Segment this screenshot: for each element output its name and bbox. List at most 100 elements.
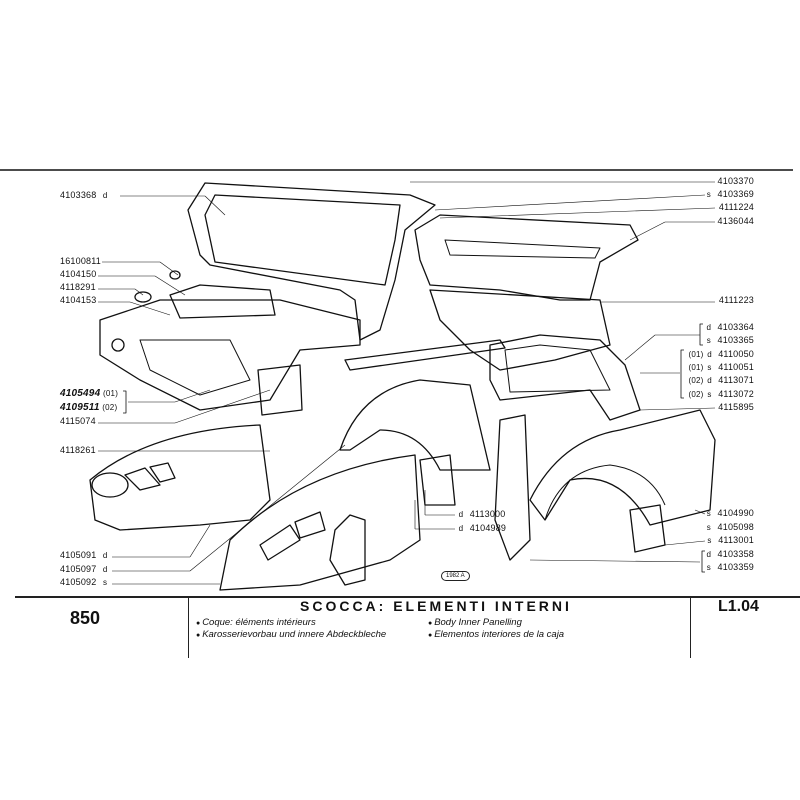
part-label: 4105092 s	[60, 577, 111, 587]
part-label: d 4103358	[684, 549, 754, 559]
part-number: 4113001	[718, 535, 754, 545]
part-number: 4103364	[717, 322, 754, 332]
side-code: s	[706, 563, 711, 572]
part-number: 4103369	[717, 189, 754, 199]
part-label: s 4113001	[684, 535, 754, 545]
part-label: 4111223	[684, 295, 754, 305]
footer-divider	[188, 598, 189, 658]
part-number: 4105098	[717, 522, 754, 532]
part-number: 4111224	[718, 202, 754, 212]
part-number: 4109511	[60, 402, 100, 413]
part-number: 4104153	[60, 295, 97, 305]
part-label: s 4105098	[684, 522, 754, 532]
side-code: d	[458, 524, 464, 533]
part-number: 4103358	[717, 549, 754, 559]
description-en: Body Inner Panelling	[428, 617, 522, 628]
footer-divider	[690, 598, 691, 658]
part-number: 4105494	[60, 388, 101, 399]
variant-code: (01)	[688, 363, 704, 372]
part-label: s 4103365	[684, 335, 754, 345]
part-label: 4118261	[60, 445, 96, 455]
side-code: d	[706, 550, 712, 559]
side-code: s	[706, 509, 711, 518]
part-label: 4118291	[60, 282, 96, 292]
side-code: s	[707, 363, 712, 372]
part-number: 4111223	[718, 295, 754, 305]
part-number: 4103365	[717, 335, 754, 345]
model-number: 850	[70, 608, 101, 628]
part-label: 4109511 (02)	[60, 402, 124, 413]
footer-rule	[15, 596, 800, 598]
part-number: 4104990	[717, 508, 754, 518]
description-fr: Coque: éléments intérieurs	[196, 617, 316, 628]
part-label: 4103368 d	[60, 190, 111, 200]
part-label: 4104153	[60, 295, 96, 305]
part-number: 4104989	[469, 523, 507, 533]
variant-code: (01)	[103, 389, 119, 398]
part-label: (01)s 4110051	[664, 362, 754, 372]
part-number: 4110051	[718, 362, 754, 372]
door-frame-part	[344, 334, 641, 421]
side-code: d	[102, 191, 108, 200]
part-label: s 4103359	[684, 562, 754, 572]
side-code: s	[707, 536, 712, 545]
part-label: (02)d 4113071	[664, 375, 754, 385]
part-number: 16100811	[60, 256, 101, 266]
variant-code: (01)	[688, 350, 704, 359]
part-number: 4113000	[469, 509, 506, 519]
side-code: s	[706, 523, 711, 532]
part-number: 4105092	[60, 577, 97, 587]
side-code: d	[707, 376, 712, 385]
description-es: Elementos interiores de la caja	[428, 629, 564, 640]
description-de: Karosserievorbau und innere Abdeckbleche	[196, 629, 386, 640]
date-stamp: 1982 A	[441, 571, 470, 581]
part-label: d 4104989	[455, 523, 506, 533]
variant-code: (02)	[688, 376, 704, 385]
part-number: 4118291	[60, 282, 96, 292]
side-code: s	[706, 336, 711, 345]
part-number: 4113071	[718, 375, 754, 385]
windscreen-frame-part	[99, 182, 436, 416]
part-label: s 4103369	[684, 189, 754, 199]
sheet-title: SCOCCA: ELEMENTI INTERNI	[300, 598, 572, 614]
side-code: s	[707, 390, 712, 399]
side-code: d	[707, 350, 712, 359]
side-code: d	[102, 565, 108, 574]
side-code: s	[103, 578, 108, 587]
part-number: 4103368	[60, 190, 97, 200]
sheet-code: L1.04	[718, 598, 759, 615]
variant-code: (02)	[102, 403, 118, 412]
part-label: 4105091 d	[60, 550, 111, 560]
part-number: 4115895	[718, 402, 754, 412]
variant-code: (02)	[688, 390, 704, 399]
part-label: 4115895	[684, 402, 754, 412]
side-code: d	[102, 551, 108, 560]
side-code: d	[706, 323, 712, 332]
part-number: 4103359	[717, 562, 754, 572]
part-label: d 4113000	[455, 509, 506, 519]
side-code: d	[458, 510, 464, 519]
part-label: 4111224	[684, 202, 754, 212]
part-label: 4105494 (01)	[60, 388, 125, 399]
side-code: s	[706, 190, 711, 199]
part-number: 4113072	[718, 389, 754, 399]
part-label: 4115074	[60, 416, 96, 426]
part-label: (02)s 4113072	[664, 389, 754, 399]
part-label: s 4104990	[684, 508, 754, 518]
wheel-arch-part	[339, 379, 531, 561]
part-label: 4105097 d	[60, 564, 111, 574]
part-number: 4118261	[60, 445, 96, 455]
part-number: 4110050	[718, 349, 754, 359]
part-number: 4104150	[60, 269, 97, 279]
part-label: 4136044	[684, 216, 754, 226]
part-label: 4104150	[60, 269, 96, 279]
part-label: d 4103364	[684, 322, 754, 332]
part-number: 4105091	[60, 550, 97, 560]
part-label: 4103370	[684, 176, 754, 186]
rear-shelf-part	[414, 214, 639, 371]
part-number: 4136044	[717, 216, 754, 226]
part-number: 4115074	[60, 416, 96, 426]
part-number: 4105097	[60, 564, 97, 574]
